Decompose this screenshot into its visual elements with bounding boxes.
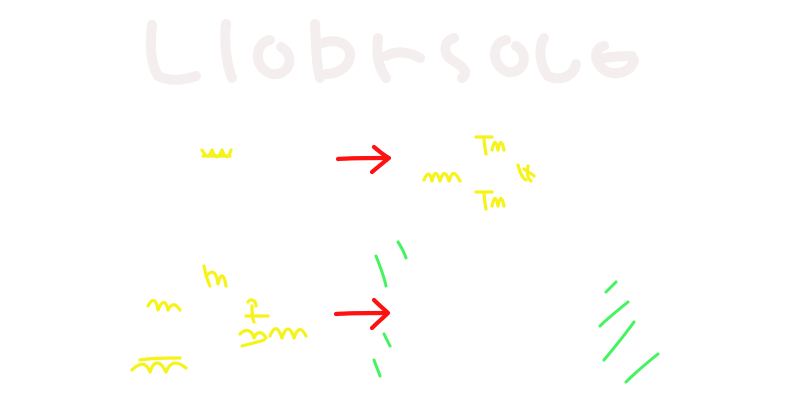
yellow-scribble-top-left bbox=[200, 148, 233, 159]
yellow-scribble-cluster-top-right bbox=[422, 135, 536, 211]
red-arrow-bottom bbox=[333, 297, 391, 331]
yellow-scribble-left bbox=[422, 171, 462, 183]
red-arrow-top bbox=[335, 144, 392, 175]
yellow-scribble-top bbox=[474, 135, 506, 156]
yellow-scribble-bottom bbox=[474, 190, 506, 211]
green-strokes-middle bbox=[372, 240, 408, 378]
yellow-scribble-right bbox=[516, 163, 536, 183]
faint-handwritten-title bbox=[145, 19, 639, 85]
yellow-scribbles-bottom-left bbox=[130, 264, 308, 374]
green-strokes-right bbox=[598, 280, 660, 384]
